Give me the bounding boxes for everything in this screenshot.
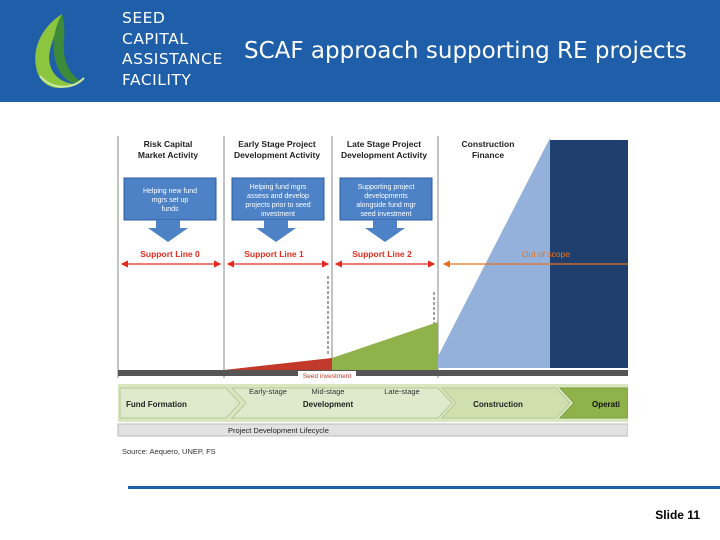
slide-number: Slide 11 — [655, 508, 700, 522]
box-fund-setup — [123, 177, 217, 221]
col-header-risk-capital: Risk Capital — [144, 139, 193, 149]
seed-investment-tag — [298, 371, 356, 380]
lifecycle-bar — [117, 423, 628, 437]
box-text: investment — [261, 211, 295, 218]
down-arrow-icon — [365, 220, 405, 242]
box-text: seed investment — [361, 211, 412, 218]
out-of-scope-label: Out of scope — [522, 249, 570, 259]
leaf-logo-icon — [35, 14, 85, 89]
box-text: developments — [364, 193, 408, 200]
box-text: projects prior to seed — [245, 202, 310, 209]
logo-line: CAPITAL — [122, 29, 189, 48]
slide-title: SCAF approach supporting RE projects — [244, 38, 687, 64]
support-line-2-label: Support Line 2 — [352, 249, 412, 259]
col-header-late-stage-2: Development Activity — [341, 150, 427, 160]
fund-formation-chevron — [119, 387, 241, 419]
support-line-0-label: Support Line 0 — [140, 249, 200, 259]
box-text: mgrs set up — [152, 197, 189, 204]
development-label: Development — [303, 400, 354, 409]
seed-investment-red-wedge — [224, 358, 332, 370]
seed-investment-label: Seed investment — [303, 373, 352, 380]
development-chevron — [230, 387, 453, 419]
footer-divider — [128, 486, 720, 489]
early-stage-label: Early-stage — [249, 387, 287, 396]
construction-finance-area — [432, 138, 550, 368]
box-text: funds — [161, 206, 179, 213]
seed-investment-green-wedge — [332, 322, 438, 370]
box-text: alongside fund mgr — [356, 202, 416, 209]
logo-wordmark: SEED CAPITAL ASSISTANCE FACILITY — [122, 8, 223, 90]
down-arrow-icon — [148, 220, 188, 242]
box-text: Supporting project — [358, 184, 415, 191]
box-text: Helping new fund — [143, 188, 197, 195]
fund-formation-label: Fund Formation — [126, 400, 187, 409]
late-stage-label: Late-stage — [384, 387, 419, 396]
logo-line: FACILITY — [122, 70, 192, 89]
source-note: Source: Aequero, UNEP, FS — [122, 447, 216, 456]
col-header-construction: Construction — [462, 139, 515, 149]
logo-line: SEED — [122, 9, 166, 27]
down-arrow-icon — [256, 220, 296, 242]
col-header-early-stage: Early Stage Project — [238, 139, 316, 149]
operation-chevron — [558, 387, 628, 419]
col-header-risk-capital-2: Market Activity — [138, 150, 198, 160]
col-header-construction-2: Finance — [472, 150, 504, 160]
col-header-early-stage-2: Development Activity — [234, 150, 320, 160]
scaf-diagram: Risk Capital Market Activity Early Stage… — [117, 136, 628, 456]
box-text: assess and develop — [247, 193, 309, 200]
mid-stage-label: Mid-stage — [312, 387, 345, 396]
lifecycle-label: Project Development Lifecycle — [228, 426, 329, 435]
construction-label: Construction — [473, 400, 523, 409]
col-header-late-stage: Late Stage Project — [347, 139, 421, 149]
timeline-base — [118, 370, 628, 376]
logo-line: ASSISTANCE — [122, 50, 223, 68]
header-bar: SEED CAPITAL ASSISTANCE FACILITY SCAF ap… — [0, 0, 720, 102]
operation-label: Operati — [592, 400, 620, 409]
construction-chevron — [440, 387, 571, 419]
box-text: Helping fund mgrs — [250, 184, 307, 191]
support-line-1-label: Support Line 1 — [244, 249, 304, 259]
operation-area — [550, 140, 628, 368]
box-support-developments — [339, 177, 433, 221]
